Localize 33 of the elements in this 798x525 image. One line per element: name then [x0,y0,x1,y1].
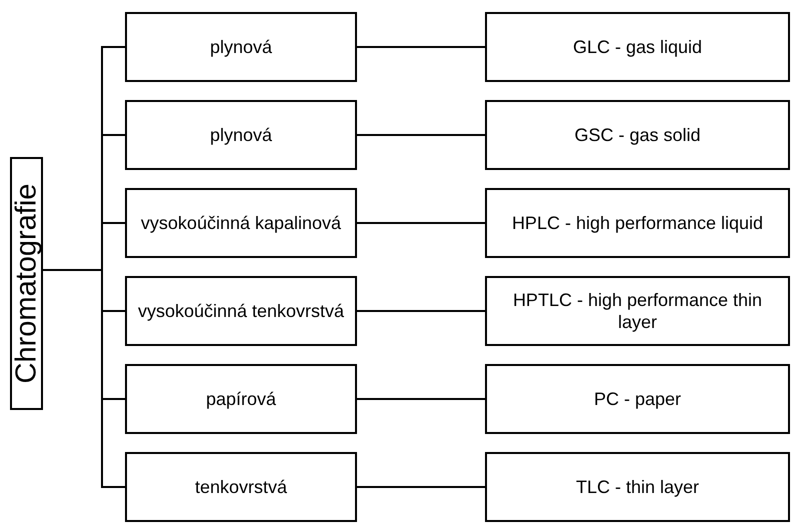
category-label: vysokoúčinná kapalinová [140,212,342,234]
category-box [125,452,357,522]
category-box [485,188,790,258]
category-label: vysokoúčinná tenkovrstvá [136,300,346,322]
connector-line [43,269,125,488]
category-box [485,100,790,170]
category-label: PC - paper [592,388,682,410]
root-box [10,157,43,410]
category-label: GLC - gas liquid [572,36,704,58]
category-label: tenkovrstvá [194,476,288,498]
category-box [485,276,790,346]
category-box [125,100,357,170]
connector-line [357,222,485,224]
category-box [125,364,357,434]
category-box [485,364,790,434]
connector-line [357,134,485,136]
category-label: GSC - gas solid [573,124,702,146]
connector-line [357,46,485,48]
connector-line [357,486,485,488]
category-box [485,452,790,522]
connector-line [357,310,485,312]
category-label: plynová [208,36,274,58]
category-box [125,188,357,258]
category-label: TLC - thin layer [574,476,700,498]
category-label: HPLC - high performance liquid [510,212,764,234]
category-box [125,12,357,82]
category-label: papírová [204,388,278,410]
root-label: Chromatografie [12,184,41,384]
category-box [125,276,357,346]
connector-line [357,398,485,400]
category-box [485,12,790,82]
category-label: plynová [208,124,274,146]
category-label: HPTLC - high performance thin layer [512,288,764,334]
